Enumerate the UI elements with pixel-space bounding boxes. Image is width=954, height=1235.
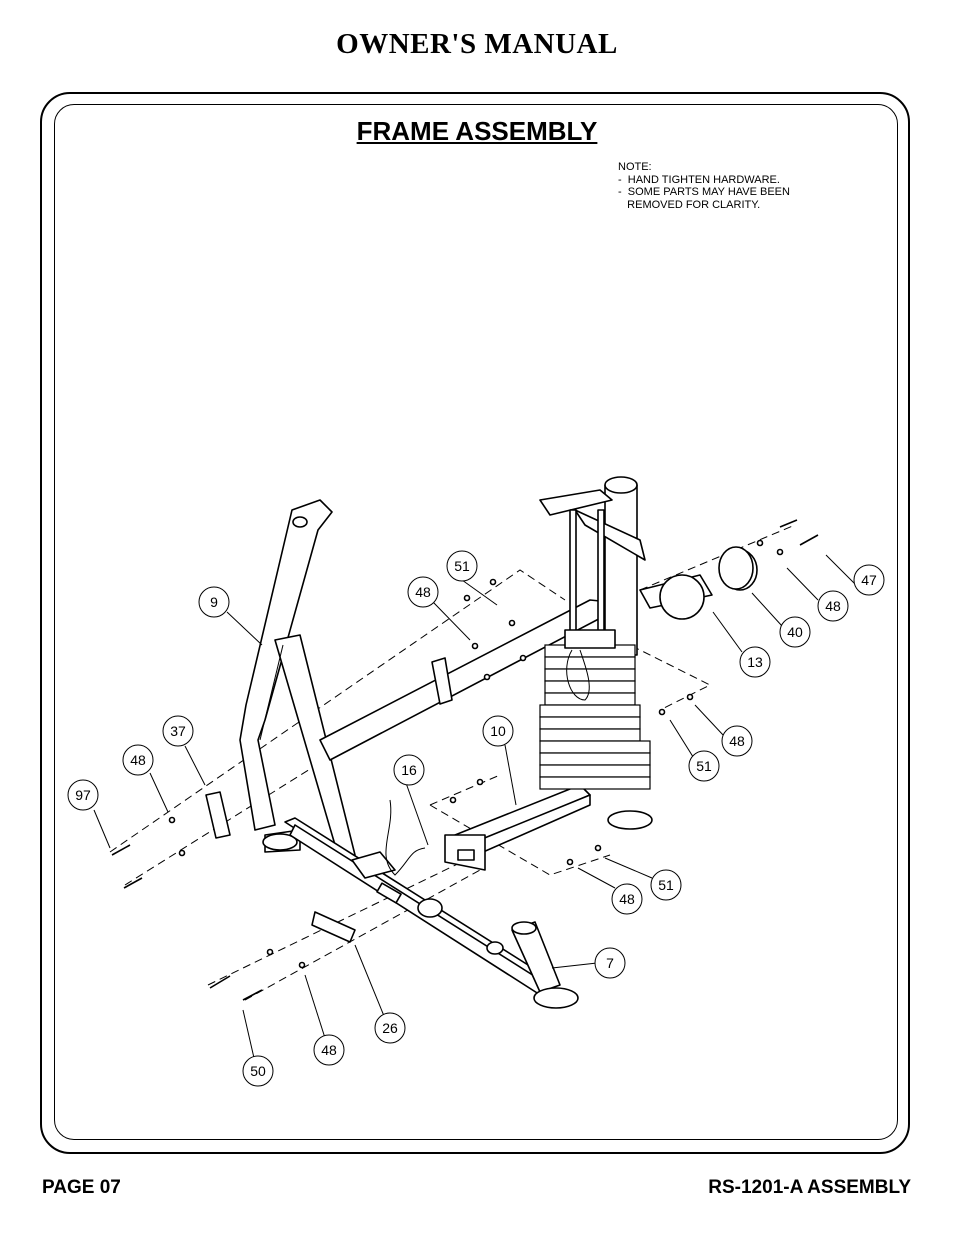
callout-label: 51 <box>454 558 470 574</box>
inner-frame <box>54 104 898 1140</box>
callout-label: 37 <box>170 723 186 739</box>
assembly-note: NOTE: - HAND TIGHTEN HARDWARE. - SOME PA… <box>618 161 790 211</box>
note-line: - SOME PARTS MAY HAVE BEEN <box>618 186 790 198</box>
callout-label: 48 <box>825 598 841 614</box>
manual-title: OWNER'S MANUAL <box>336 28 618 60</box>
callout-51: 51 <box>688 750 720 782</box>
callout-51: 51 <box>650 869 682 901</box>
callout-label: 48 <box>729 733 745 749</box>
callout-label: 48 <box>130 752 146 768</box>
callout-label: 50 <box>250 1063 266 1079</box>
callout-48: 48 <box>817 590 849 622</box>
callout-48: 48 <box>721 725 753 757</box>
cable-part <box>385 799 426 876</box>
note-line: - HAND TIGHTEN HARDWARE. <box>618 173 780 186</box>
callout-51: 51 <box>446 550 478 582</box>
callout-label: 47 <box>861 572 877 588</box>
callout-label: 16 <box>401 762 417 778</box>
callout-label: 51 <box>696 758 712 774</box>
section-title: FRAME ASSEMBLY <box>356 116 598 146</box>
bracket-plates <box>205 546 754 943</box>
callout-26: 26 <box>374 1012 406 1044</box>
callout-48: 48 <box>611 883 643 915</box>
callout-37: 37 <box>162 715 194 747</box>
callout-48: 48 <box>122 744 154 776</box>
note-heading: NOTE: <box>618 161 652 173</box>
outer-frame <box>40 92 910 1154</box>
callout-48: 48 <box>407 576 439 608</box>
cross-member-part <box>444 784 591 871</box>
document-id: RS-1201-A ASSEMBLY <box>708 1177 911 1198</box>
callout-10: 10 <box>482 715 514 747</box>
weight-tower-part <box>539 476 758 656</box>
callout-label: 48 <box>619 891 635 907</box>
callout-50: 50 <box>242 1055 274 1087</box>
callout-7: 7 <box>594 947 626 979</box>
callout-label: 97 <box>75 787 91 803</box>
hardware-pieces <box>111 519 819 1001</box>
callout-48: 48 <box>313 1034 345 1066</box>
callout-label: 40 <box>787 624 803 640</box>
callout-47: 47 <box>853 564 885 596</box>
weight-plates <box>539 629 653 830</box>
note-line: REMOVED FOR CLARITY. <box>618 198 761 211</box>
callout-97: 97 <box>67 779 99 811</box>
callout-label: 26 <box>382 1020 398 1036</box>
callout-13: 13 <box>739 646 771 678</box>
base-frame-part <box>284 817 579 1009</box>
leader-lines <box>93 554 856 1059</box>
callout-label: 51 <box>658 877 674 893</box>
callout-label: 10 <box>490 723 506 739</box>
callout-label: 7 <box>606 955 614 971</box>
callout-40: 40 <box>779 616 811 648</box>
callout-label: 9 <box>210 594 218 610</box>
callout-label: 13 <box>747 654 763 670</box>
page-number: PAGE 07 <box>42 1177 121 1198</box>
callout-16: 16 <box>393 754 425 786</box>
callout-9: 9 <box>198 586 230 618</box>
callout-label: 48 <box>415 584 431 600</box>
callout-label: 48 <box>321 1042 337 1058</box>
upright-frame-part <box>239 499 356 863</box>
